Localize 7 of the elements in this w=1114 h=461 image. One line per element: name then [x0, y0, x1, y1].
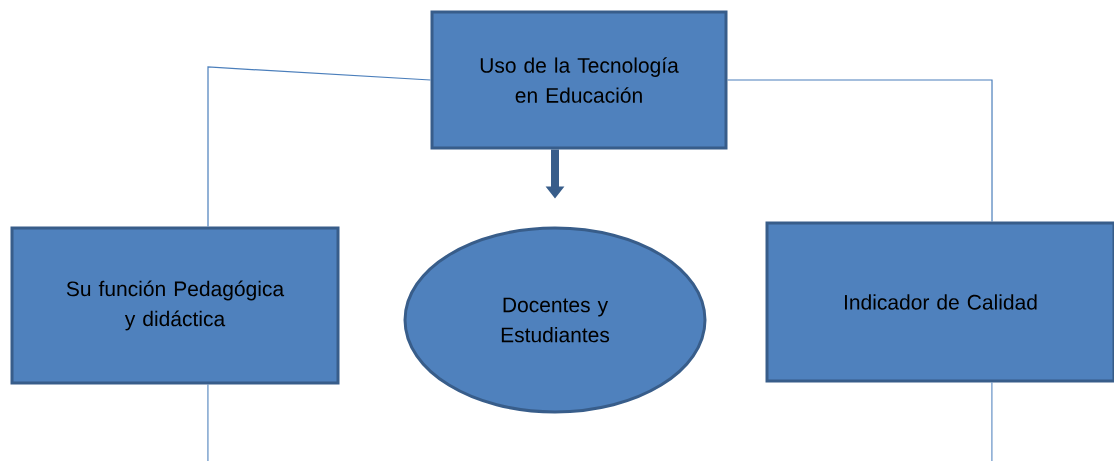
connector-line [726, 79, 993, 223]
connector-line [207, 66, 432, 228]
connector-line [991, 381, 993, 461]
process-box: Indicador de Calidad [765, 221, 1114, 383]
connector-line [207, 383, 209, 461]
process-box: Su función Pedagógica y didáctica [10, 226, 340, 385]
process-box: Uso de la Tecnología en Educación [430, 10, 728, 150]
